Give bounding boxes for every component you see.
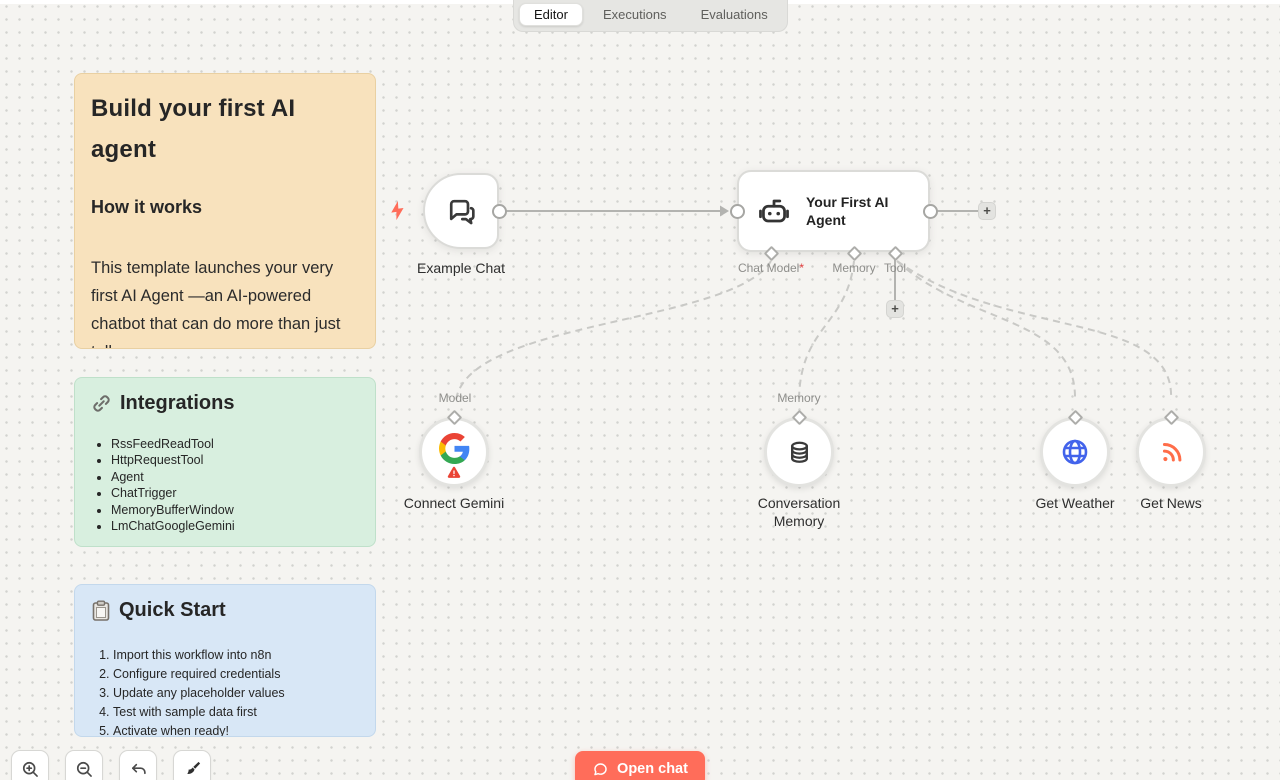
list-item: Configure required credentials (113, 665, 359, 684)
clipboard-icon (92, 600, 110, 621)
tidy-up-icon (186, 761, 200, 774)
tab-executions[interactable]: Executions (602, 7, 667, 22)
add-node-button[interactable]: + (978, 202, 996, 220)
node-get-weather[interactable] (1040, 417, 1110, 487)
chat-bubble-icon (594, 762, 607, 775)
list-item: Import this workflow into n8n (113, 646, 359, 665)
warning-icon (447, 466, 461, 478)
node-connect-gemini[interactable] (419, 417, 489, 487)
undo-button[interactable] (119, 750, 157, 780)
chat-bubbles-icon (449, 199, 475, 224)
rss-icon (1162, 443, 1182, 462)
add-tool-button[interactable]: + (886, 300, 904, 318)
node-label-connect-gemini: Connect Gemini (403, 495, 505, 511)
output-port[interactable] (922, 203, 938, 219)
database-icon (790, 441, 808, 463)
zoom-in-button[interactable] (11, 750, 49, 780)
node-label-example-chat: Example Chat (417, 260, 505, 276)
list-item: HttpRequestTool (111, 452, 359, 468)
list-item: LmChatGoogleGemini (111, 518, 359, 534)
open-chat-label: Open chat (617, 761, 688, 777)
list-item: Test with sample data first (113, 703, 359, 722)
sticky-note-quick-start[interactable]: Quick Start Import this workflow into n8… (74, 584, 376, 737)
integrations-list: RssFeedReadTool HttpRequestTool Agent Ch… (111, 436, 359, 534)
zoom-in-icon (22, 761, 38, 777)
port-label-chat-model: Chat Model* (737, 261, 805, 275)
tab-evaluations[interactable]: Evaluations (700, 7, 768, 22)
tidy-up-button[interactable] (173, 750, 211, 780)
globe-icon (1062, 439, 1088, 465)
note-title: Build your first AI agent (91, 95, 296, 164)
note-body: This template launches your very first A… (91, 258, 341, 348)
sticky-note-how-it-works[interactable]: Build your first AI agent How it works T… (74, 73, 376, 349)
input-port[interactable] (729, 203, 745, 219)
zoom-out-icon (76, 761, 92, 777)
google-g-icon (438, 432, 469, 464)
port-label-model: Model (438, 391, 472, 405)
lightning-bolt-icon[interactable] (390, 200, 407, 221)
node-label-get-news: Get News (1140, 495, 1202, 511)
list-item: RssFeedReadTool (111, 436, 359, 452)
link-icon (93, 395, 110, 412)
note-title: Integrations (91, 392, 359, 415)
note-title: Quick Start (91, 599, 359, 622)
node-get-news[interactable] (1136, 417, 1206, 487)
port-label-memory: Memory (777, 391, 821, 405)
node-label-get-weather: Get Weather (1035, 495, 1115, 511)
list-item: Activate when ready! (113, 722, 359, 736)
port-label-tool: Tool (883, 261, 906, 275)
zoom-out-button[interactable] (65, 750, 103, 780)
node-example-chat[interactable] (423, 173, 499, 249)
open-chat-button[interactable]: Open chat (575, 751, 705, 780)
view-tabbar: Editor Executions Evaluations (513, 0, 788, 32)
required-asterisk: * (799, 261, 805, 275)
tab-editor[interactable]: Editor (519, 3, 583, 26)
node-label-conversation-memory: Conversation Memory (757, 495, 841, 530)
quick-start-list: Import this workflow into n8n Configure … (113, 646, 359, 736)
node-label-ai-agent: Your First AI Agent (806, 193, 889, 228)
sticky-note-integrations[interactable]: Integrations RssFeedReadTool HttpRequest… (74, 377, 376, 547)
list-item: ChatTrigger (111, 485, 359, 501)
node-ai-agent[interactable]: Your First AI Agent (737, 170, 930, 252)
list-item: Update any placeholder values (113, 684, 359, 703)
undo-icon (131, 763, 146, 774)
output-port[interactable] (492, 203, 507, 219)
list-item: MemoryBufferWindow (111, 502, 359, 518)
note-subtitle: How it works (91, 196, 203, 217)
node-conversation-memory[interactable] (764, 417, 834, 487)
list-item: Agent (111, 469, 359, 485)
robot-icon (759, 199, 789, 223)
